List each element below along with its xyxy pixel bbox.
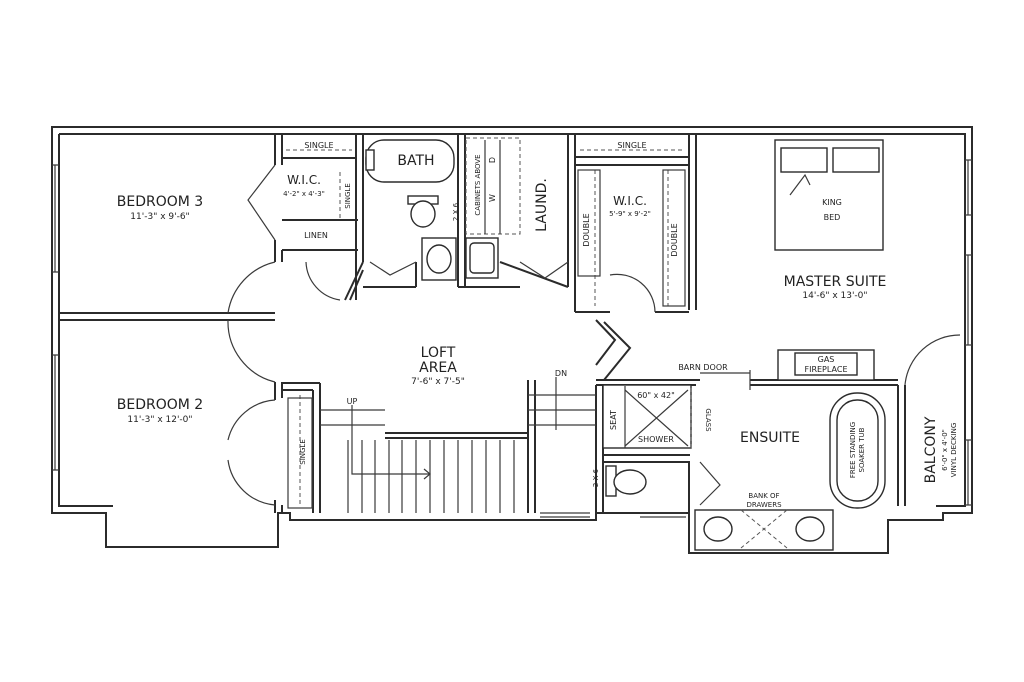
bedroom2-name: BEDROOM 2 xyxy=(117,397,203,413)
barn-door-label: BARN DOOR xyxy=(678,363,728,372)
master-suite-name: MASTER SUITE xyxy=(784,274,887,290)
closet-single-label-3: SINGLE xyxy=(617,141,646,150)
tub-label-line1: FREE STANDING xyxy=(849,422,857,478)
bed-bed-label: BED xyxy=(824,213,841,222)
double-label-2: DOUBLE xyxy=(670,223,679,256)
balcony-note: VINYL DECKING xyxy=(950,423,958,478)
shower-label: SHOWER xyxy=(638,435,674,444)
loft-name-line1: LOFT xyxy=(421,345,456,361)
cabinets-above-label: CABINETS ABOVE xyxy=(474,154,482,215)
laundry-name: LAUND. xyxy=(534,178,550,232)
two-by-six-label-2: 2 X 6 xyxy=(592,468,600,487)
bed-king-label: KING xyxy=(822,198,842,207)
stair-down-label: DN xyxy=(555,369,567,378)
master-suite-dims: 14'-6" x 13'-0" xyxy=(802,291,867,301)
closet-single-label-4: SINGLE xyxy=(299,439,307,465)
wic-master-dims: 5'-9" x 9'-2" xyxy=(609,210,651,218)
shower-seat-label: SEAT xyxy=(609,410,618,430)
linen-label: LINEN xyxy=(304,231,328,240)
wic-small-name: W.I.C. xyxy=(287,173,321,187)
labels: BEDROOM 3 11'-3" x 9'-6" BEDROOM 2 11'-3… xyxy=(117,141,958,509)
fixtures xyxy=(365,137,886,551)
staircase xyxy=(320,377,596,513)
washer-label: W xyxy=(488,194,497,202)
loft-name-line2: AREA xyxy=(419,360,457,376)
interior-walls xyxy=(59,134,906,513)
closet-shelves xyxy=(286,149,686,509)
double-label-1: DOUBLE xyxy=(582,213,591,246)
tub-label-line2: SOAKER TUB xyxy=(858,427,866,472)
two-by-six-label-1: 2 X 6 xyxy=(452,202,460,221)
gas-label: GAS xyxy=(818,355,835,364)
closet-single-label-1: SINGLE xyxy=(304,141,333,150)
doors xyxy=(227,164,961,506)
bath-name: BATH xyxy=(397,153,434,169)
stair-up-label: UP xyxy=(347,397,358,406)
bank-of-label: BANK OF xyxy=(748,492,779,500)
drawers-label: DRAWERS xyxy=(746,501,782,509)
fireplace-label: FIREPLACE xyxy=(804,365,847,374)
ensuite-name: ENSUITE xyxy=(740,430,800,446)
balcony-dims: 6'-0" x 4'-0" xyxy=(941,429,949,471)
balcony-name: BALCONY xyxy=(923,416,939,483)
glass-label: GLASS xyxy=(704,408,712,432)
wic-master-name: W.I.C. xyxy=(613,194,647,208)
loft-dims: 7'-6" x 7'-5" xyxy=(411,377,465,387)
closet-single-label-2: SINGLE xyxy=(344,183,352,209)
wic-small-dims: 4'-2" x 4'-3" xyxy=(283,190,325,198)
dryer-label: D xyxy=(488,157,497,163)
shower-size-label: 60" x 42" xyxy=(637,391,675,400)
bedroom3-name: BEDROOM 3 xyxy=(117,194,203,210)
bedroom3-dims: 11'-3" x 9'-6" xyxy=(130,212,189,222)
bedroom2-dims: 11'-3" x 12'-0" xyxy=(127,415,192,425)
